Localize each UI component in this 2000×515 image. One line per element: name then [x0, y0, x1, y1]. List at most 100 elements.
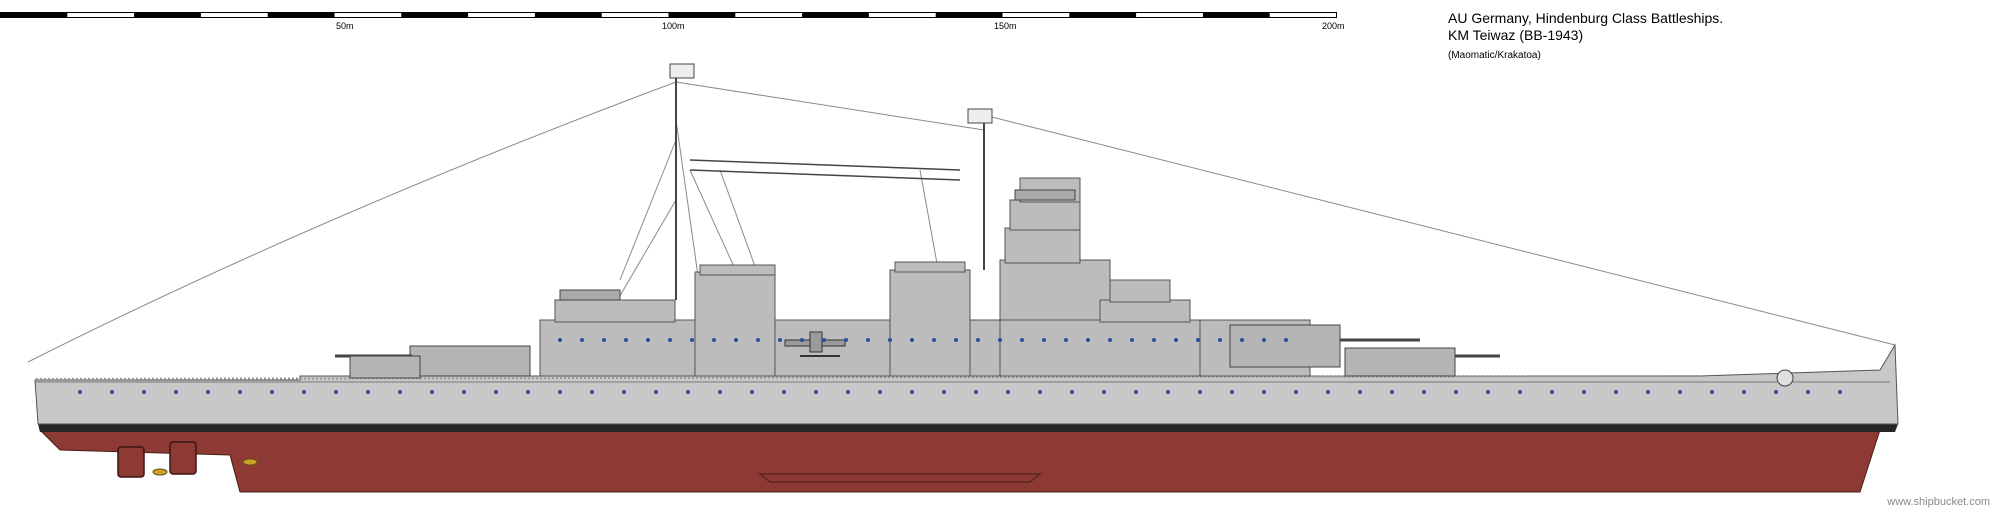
turret-aft-y — [349, 355, 421, 379]
hull-boot-top — [38, 424, 1898, 432]
porthole — [398, 390, 402, 394]
porthole — [624, 338, 628, 342]
porthole — [654, 390, 658, 394]
porthole — [1070, 390, 1074, 394]
turret-fore-a — [1344, 347, 1500, 377]
porthole — [686, 390, 690, 394]
porthole — [866, 338, 870, 342]
porthole — [602, 338, 606, 342]
porthole — [558, 338, 562, 342]
porthole — [1486, 390, 1490, 394]
porthole — [1774, 390, 1778, 394]
scale-segment — [267, 12, 335, 18]
porthole — [910, 338, 914, 342]
scale-segment — [134, 12, 201, 18]
rigging-wires — [27, 81, 1896, 363]
porthole — [750, 390, 754, 394]
anchor-hawse — [1776, 369, 1794, 387]
porthole — [646, 338, 650, 342]
propeller-2 — [242, 458, 258, 466]
propellers-rudders — [117, 441, 258, 478]
scale-segment — [802, 12, 869, 18]
hull-portholes — [78, 390, 1842, 394]
porthole — [590, 390, 594, 394]
scale-ruler: 50m 100m 150m 200m — [0, 0, 1345, 31]
porthole — [174, 390, 178, 394]
porthole — [668, 338, 672, 342]
porthole — [1042, 338, 1046, 342]
watermark: www.shipbucket.com — [1887, 496, 1990, 508]
porthole — [558, 390, 562, 394]
caption-ship-name: KM Teiwaz (BB-1943) — [1448, 27, 1584, 43]
porthole — [976, 338, 980, 342]
porthole — [1550, 390, 1554, 394]
porthole — [1454, 390, 1458, 394]
porthole — [110, 390, 114, 394]
crane-boom — [689, 159, 961, 171]
porthole — [1152, 338, 1156, 342]
porthole — [954, 338, 958, 342]
porthole — [846, 390, 850, 394]
porthole — [580, 338, 584, 342]
porthole — [998, 338, 1002, 342]
caption-credits: (Maomatic/Krakatoa) — [1448, 50, 1541, 61]
porthole — [238, 390, 242, 394]
aircraft-floatplane — [784, 331, 846, 357]
porthole — [1240, 338, 1244, 342]
rudder-1 — [117, 446, 145, 478]
porthole — [1166, 390, 1170, 394]
scale-segment — [0, 12, 68, 18]
porthole — [1678, 390, 1682, 394]
porthole — [206, 390, 210, 394]
scale-label-200m: 200m — [1322, 21, 1345, 31]
porthole — [942, 390, 946, 394]
masts — [675, 78, 985, 300]
scale-label-50m: 50m — [336, 21, 354, 31]
porthole — [910, 390, 914, 394]
porthole — [1230, 390, 1234, 394]
porthole — [756, 338, 760, 342]
porthole — [430, 390, 434, 394]
scale-segment — [668, 12, 736, 18]
porthole — [1262, 390, 1266, 394]
propeller-1 — [152, 468, 168, 476]
porthole — [334, 390, 338, 394]
porthole — [1518, 390, 1522, 394]
porthole — [1838, 390, 1842, 394]
scale-segment — [1202, 12, 1270, 18]
porthole — [1130, 338, 1134, 342]
scale-bar — [0, 12, 1337, 18]
porthole — [1326, 390, 1330, 394]
porthole — [822, 338, 826, 342]
porthole — [1174, 338, 1178, 342]
porthole — [734, 338, 738, 342]
scale-segment — [534, 12, 602, 18]
porthole — [1294, 390, 1298, 394]
porthole — [1038, 390, 1042, 394]
porthole — [1390, 390, 1394, 394]
porthole — [782, 390, 786, 394]
porthole — [888, 338, 892, 342]
porthole — [800, 338, 804, 342]
porthole — [718, 390, 722, 394]
porthole — [78, 390, 82, 394]
turret-fore-b — [1229, 324, 1420, 368]
porthole — [622, 390, 626, 394]
porthole — [1646, 390, 1650, 394]
caption-class-title: AU Germany, Hindenburg Class Battleships… — [1448, 10, 1724, 26]
porthole — [302, 390, 306, 394]
porthole — [1108, 338, 1112, 342]
porthole — [1020, 338, 1024, 342]
scale-segment — [935, 12, 1003, 18]
porthole — [814, 390, 818, 394]
ship-caption: AU Germany, Hindenburg Class Battleships… — [1448, 10, 1723, 61]
main-turrets — [335, 324, 1500, 379]
porthole — [1064, 338, 1068, 342]
rangefinders — [559, 189, 1076, 301]
porthole — [690, 338, 694, 342]
porthole — [1218, 338, 1222, 342]
scale-segment — [1069, 12, 1137, 18]
porthole — [1086, 338, 1090, 342]
porthole — [1262, 338, 1266, 342]
